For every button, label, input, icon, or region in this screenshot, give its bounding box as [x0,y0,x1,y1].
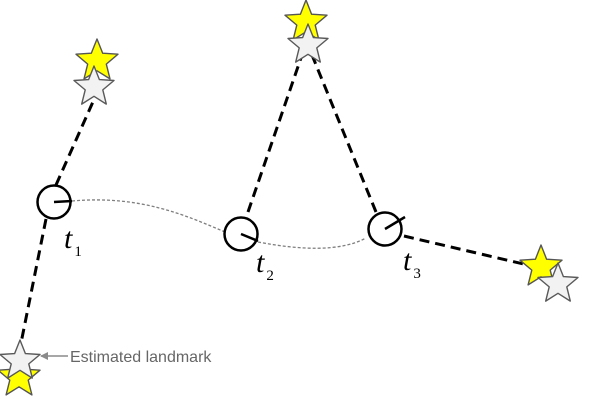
pose-t3 [367,211,406,247]
pose-t3-heading [384,215,406,231]
pose-t1-symbol: t [64,222,73,255]
pose-t2-symbol: t [256,246,265,279]
trajectory-segment-1-2 [71,199,226,233]
observation-line-t3-right [403,234,533,268]
observation-line-t2-top [246,54,304,213]
pose-t2-heading [240,232,259,243]
trajectory-segment-2-3 [257,237,367,249]
pose-t1-subscript: 1 [74,244,82,260]
pose-t2-subscript: 2 [266,268,274,284]
pose-t1 [36,184,73,220]
estimated-landmark-bottom-left [0,339,41,379]
observation-line-t1-lower [18,218,48,349]
true-landmark-upper-left [75,38,119,80]
estimated-landmark-right [537,262,579,302]
callout-estimated-landmark: Estimated landmark [70,349,212,366]
pose-t1-heading [53,199,73,204]
pose-t3-symbol: t [403,244,412,277]
true-landmark-bottom-left [0,354,41,396]
estimated-landmark-top [287,23,329,63]
pose-t2 [223,216,259,252]
estimated-landmark-upper-left [73,65,115,105]
observation-line-t3-top [310,54,378,213]
pose-t3-subscript: 3 [413,266,421,282]
observation-line-t1-upper [54,94,98,186]
